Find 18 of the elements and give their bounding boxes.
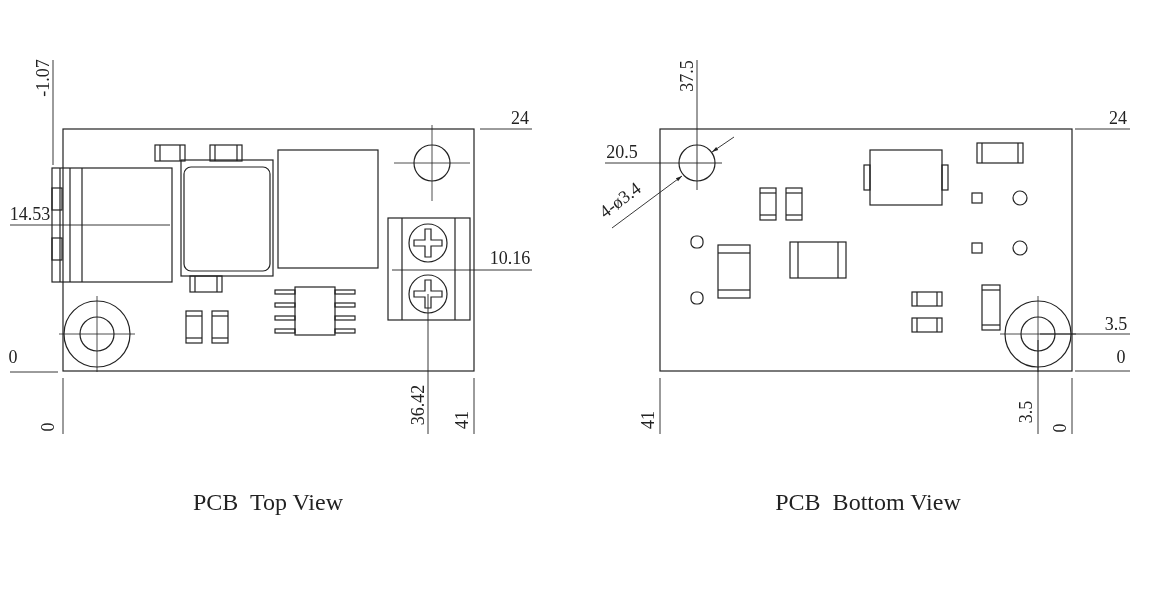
dimension-label: 20.5 [606, 143, 638, 161]
dimension-label: 0 [39, 422, 57, 432]
dimension-label: 36.42 [409, 384, 427, 426]
dimension-label: -1.07 [34, 59, 52, 97]
dimension-label: 24 [511, 109, 529, 127]
dimension-label: 0 [1051, 423, 1069, 433]
dimension-label: 24 [1109, 109, 1127, 127]
dimension-label: 0 [8, 348, 18, 366]
view-caption: PCB Bottom View [775, 490, 961, 514]
dimension-label: 37.5 [678, 60, 696, 92]
dimension-label: 3.5 [1017, 400, 1035, 424]
dimension-label: 14.53 [9, 205, 51, 223]
dimension-label: 3.5 [1104, 315, 1128, 333]
dimension-label: 10.16 [489, 249, 531, 267]
dimension-label: 0 [1116, 348, 1126, 366]
dimension-label: 41 [453, 411, 471, 429]
view-caption: PCB Top View [193, 490, 343, 514]
dimension-label: 41 [639, 411, 657, 429]
